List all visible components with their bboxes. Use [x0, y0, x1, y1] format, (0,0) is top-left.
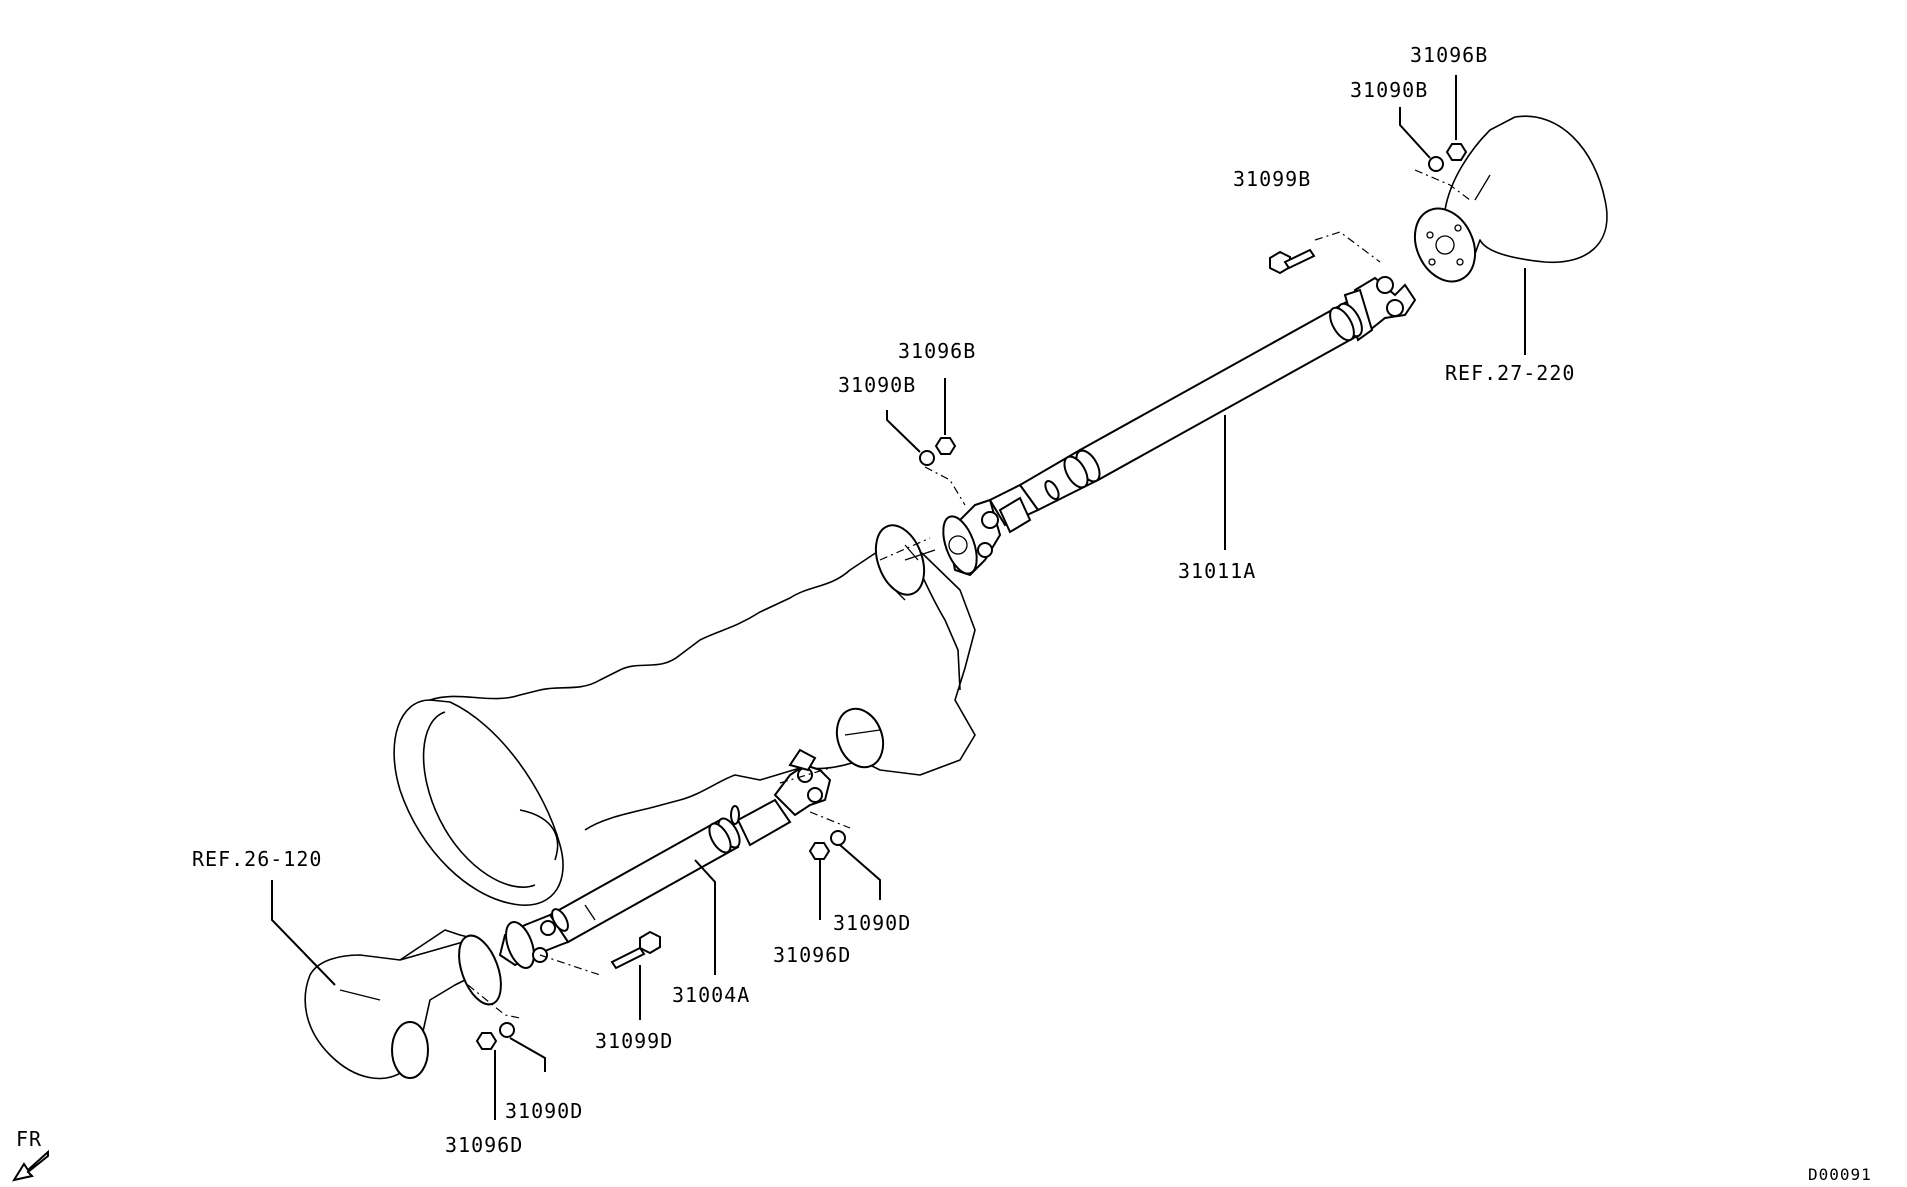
- washer-31090d-mid: [830, 830, 846, 846]
- washer-31090b-mid: [919, 450, 935, 466]
- rear-differential: [1413, 115, 1608, 283]
- rear-propeller-shaft: [942, 276, 1417, 577]
- label-31090d-low: 31090D: [505, 1099, 583, 1123]
- nut-31096b-mid: [934, 437, 957, 455]
- label-31090b-top: 31090B: [1350, 78, 1428, 102]
- front-differential: [304, 929, 502, 1080]
- label-31096d-low: 31096D: [445, 1133, 523, 1157]
- part-labels: 31096B 31090B 31099B REF.27-220 31096B 3…: [192, 43, 1575, 1157]
- front-direction-indicator: FR: [11, 1127, 49, 1182]
- leader-lines: [271, 75, 1526, 1120]
- label-31096b-top: 31096B: [1410, 43, 1488, 67]
- fasteners: [475, 143, 1468, 1050]
- label-31090d-mid: 31090D: [833, 911, 911, 935]
- front-propeller-shaft: [498, 748, 832, 969]
- bolt-31099b: [1269, 248, 1316, 275]
- label-31004a: 31004A: [672, 983, 750, 1007]
- label-31096d-mid: 31096D: [773, 943, 851, 967]
- washer-31090d-low: [499, 1022, 515, 1038]
- label-31099b: 31099B: [1233, 167, 1311, 191]
- label-31096b-mid: 31096B: [898, 339, 976, 363]
- transmission-housing: [393, 524, 976, 906]
- fr-label: FR: [16, 1127, 42, 1151]
- nut-31096d-mid: [808, 842, 831, 860]
- diagram-code: D00091: [1808, 1165, 1872, 1184]
- nut-31096d-low: [475, 1032, 498, 1050]
- label-ref-27-220: REF.27-220: [1445, 361, 1575, 385]
- label-31090b-mid: 31090B: [838, 373, 916, 397]
- label-ref-26-120: REF.26-120: [192, 847, 322, 871]
- washer-31090b-top: [1428, 156, 1444, 172]
- bolt-31099d: [610, 930, 661, 970]
- alignment-lines: [467, 169, 1471, 1019]
- label-31011a: 31011A: [1178, 559, 1256, 583]
- arrow-icon: [11, 1149, 49, 1182]
- label-31099d: 31099D: [595, 1029, 673, 1053]
- nut-31096b-top: [1445, 143, 1468, 161]
